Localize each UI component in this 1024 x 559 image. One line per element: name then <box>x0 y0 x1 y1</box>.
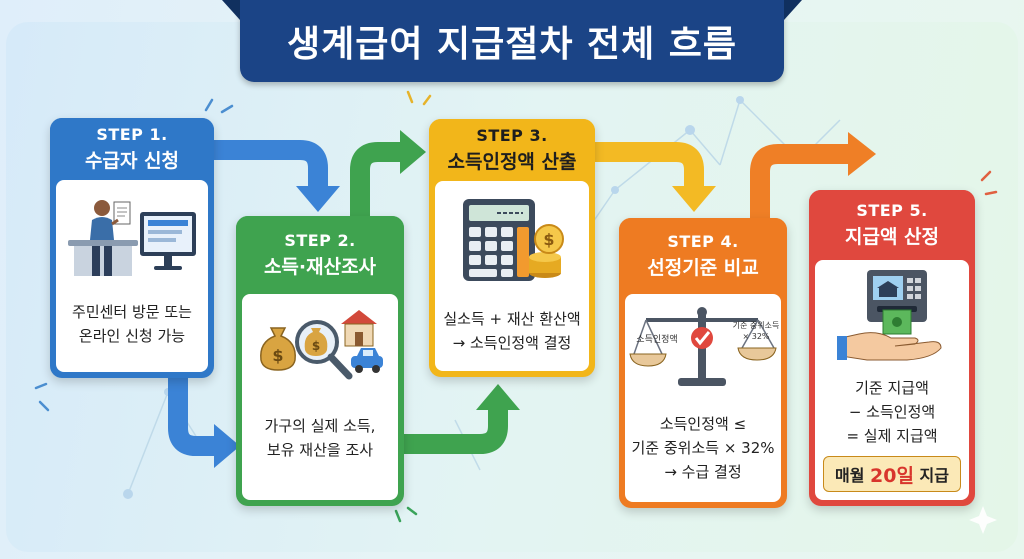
step-2-card: STEP 2. 소득·재산조사 $ $ 가구의 실제 소득, 보유 재산을 <box>236 216 404 506</box>
step-4-header: STEP 4. 선정기준 비교 <box>619 218 787 294</box>
svg-text:$: $ <box>312 339 320 353</box>
scale-left-label: 소득인정액 <box>636 335 678 345</box>
scale-right-label: 기준 중위소득 × 32% <box>732 321 780 341</box>
step-5-description: 기준 지급액 − 소득인정액 = 실제 지급액 <box>846 379 938 445</box>
step-5-card: STEP 5. 지급액 산정 기준 지급액 − 소득인정액 <box>809 190 975 506</box>
step-2-number: STEP 2. <box>284 231 356 250</box>
step-1-card: STEP 1. 수급자 신청 <box>50 118 214 378</box>
atm-cash-hand-icon <box>815 268 969 368</box>
step-4-number: STEP 4. <box>667 232 739 251</box>
step-4-card: STEP 4. 선정기준 비교 소득인정액 기준 중위소득 × 32% 소득인정… <box>619 218 787 508</box>
step-3-description: 실소득 + 재산 환산액 → 소득인정액 결정 <box>443 310 581 352</box>
step-5-number: STEP 5. <box>856 201 928 220</box>
payday-date: 20일 <box>870 464 914 487</box>
payday-prefix: 매월 <box>835 466 871 485</box>
step-2-header: STEP 2. 소득·재산조사 <box>236 216 404 294</box>
step-5-body: 기준 지급액 − 소득인정액 = 실제 지급액 매월 20일 지급 <box>815 260 969 500</box>
step-2-title: 소득·재산조사 <box>263 256 377 278</box>
step-5-title: 지급액 산정 <box>844 226 939 248</box>
title-banner: 생계급여 지급절차 전체 흐름 <box>222 0 802 82</box>
step-5-header: STEP 5. 지급액 산정 <box>809 190 975 260</box>
step-3-header: STEP 3. 소득인정액 산출 <box>429 119 595 181</box>
svg-text:$: $ <box>272 346 283 365</box>
step-1-body: 주민센터 방문 또는 온라인 신청 가능 <box>56 180 208 372</box>
step-3-title: 소득인정액 산출 <box>447 151 577 173</box>
svg-text:$: $ <box>543 230 554 249</box>
payday-suffix: 지급 <box>913 466 949 485</box>
calculator-coins-icon: $ <box>435 195 589 285</box>
money-bags-house-car-magnifier-icon: $ $ <box>242 306 398 390</box>
step-1-title: 수급자 신청 <box>84 150 179 172</box>
page-title: 생계급여 지급절차 전체 흐름 <box>286 24 738 65</box>
step-4-body: 소득인정액 기준 중위소득 × 32% 소득인정액 ≤ 기준 중위소득 × 32… <box>625 294 781 502</box>
balance-scale-icon <box>625 302 781 394</box>
step-1-number: STEP 1. <box>96 125 168 144</box>
payday-badge: 매월 20일 지급 <box>823 456 961 492</box>
applicant-at-counter-icon <box>56 194 208 278</box>
step-2-description: 가구의 실제 소득, 보유 재산을 조사 <box>264 417 376 459</box>
step-3-card: STEP 3. 소득인정액 산출 $ 실 <box>429 119 595 377</box>
step-1-header: STEP 1. 수급자 신청 <box>50 118 214 180</box>
step-4-description: 소득인정액 ≤ 기준 중위소득 × 32% → 수급 결정 <box>631 415 775 481</box>
step-3-body: $ 실소득 + 재산 환산액 → 소득인정액 결정 <box>435 181 589 371</box>
step-3-number: STEP 3. <box>476 126 548 145</box>
step-2-body: $ $ 가구의 실제 소득, 보유 재산을 조사 <box>242 294 398 500</box>
step-4-title: 선정기준 비교 <box>647 257 759 279</box>
step-1-description: 주민센터 방문 또는 온라인 신청 가능 <box>72 303 192 345</box>
